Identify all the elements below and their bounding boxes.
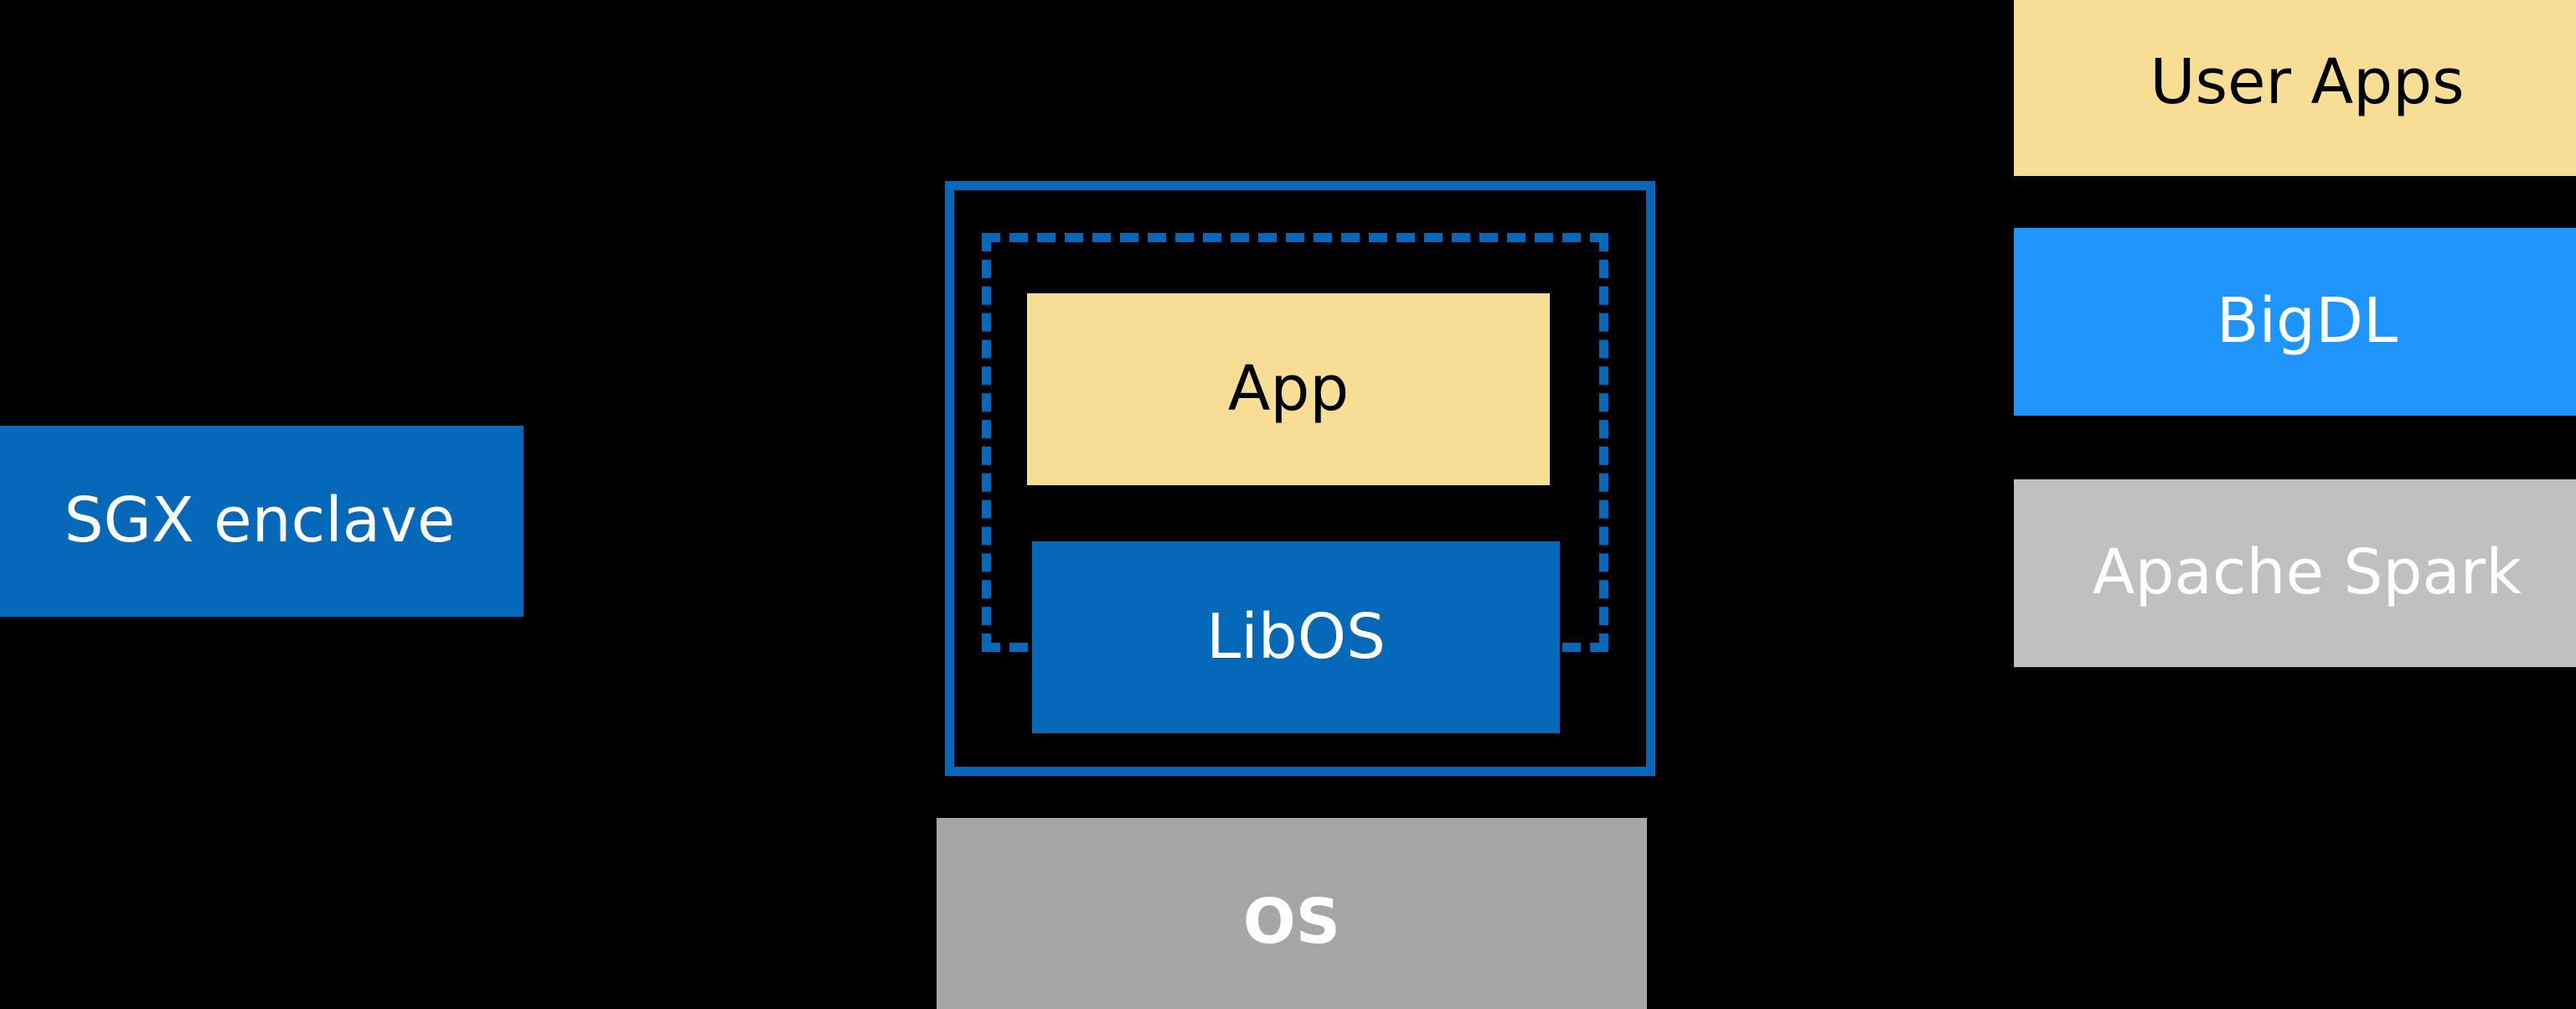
- os-box[interactable]: OS: [937, 818, 1647, 1009]
- bigdl-box[interactable]: BigDL: [2014, 228, 2576, 416]
- user-apps-label: User Apps: [2150, 46, 2465, 119]
- app-label: App: [1227, 352, 1350, 425]
- libos-box[interactable]: LibOS: [1032, 541, 1560, 733]
- apache-spark-box[interactable]: Apache Spark: [2014, 479, 2576, 667]
- apache-spark-label: Apache Spark: [2092, 536, 2522, 609]
- libos-label: LibOS: [1206, 600, 1386, 673]
- enclave-outer-frame[interactable]: [945, 181, 1655, 776]
- os-label: OS: [1242, 886, 1341, 959]
- sgx-enclave-box[interactable]: SGX enclave: [0, 426, 524, 617]
- user-apps-box[interactable]: User Apps: [2014, 0, 2576, 176]
- sgx-enclave-label: SGX enclave: [64, 484, 456, 557]
- bigdl-label: BigDL: [2216, 285, 2398, 358]
- app-box[interactable]: App: [1027, 293, 1550, 485]
